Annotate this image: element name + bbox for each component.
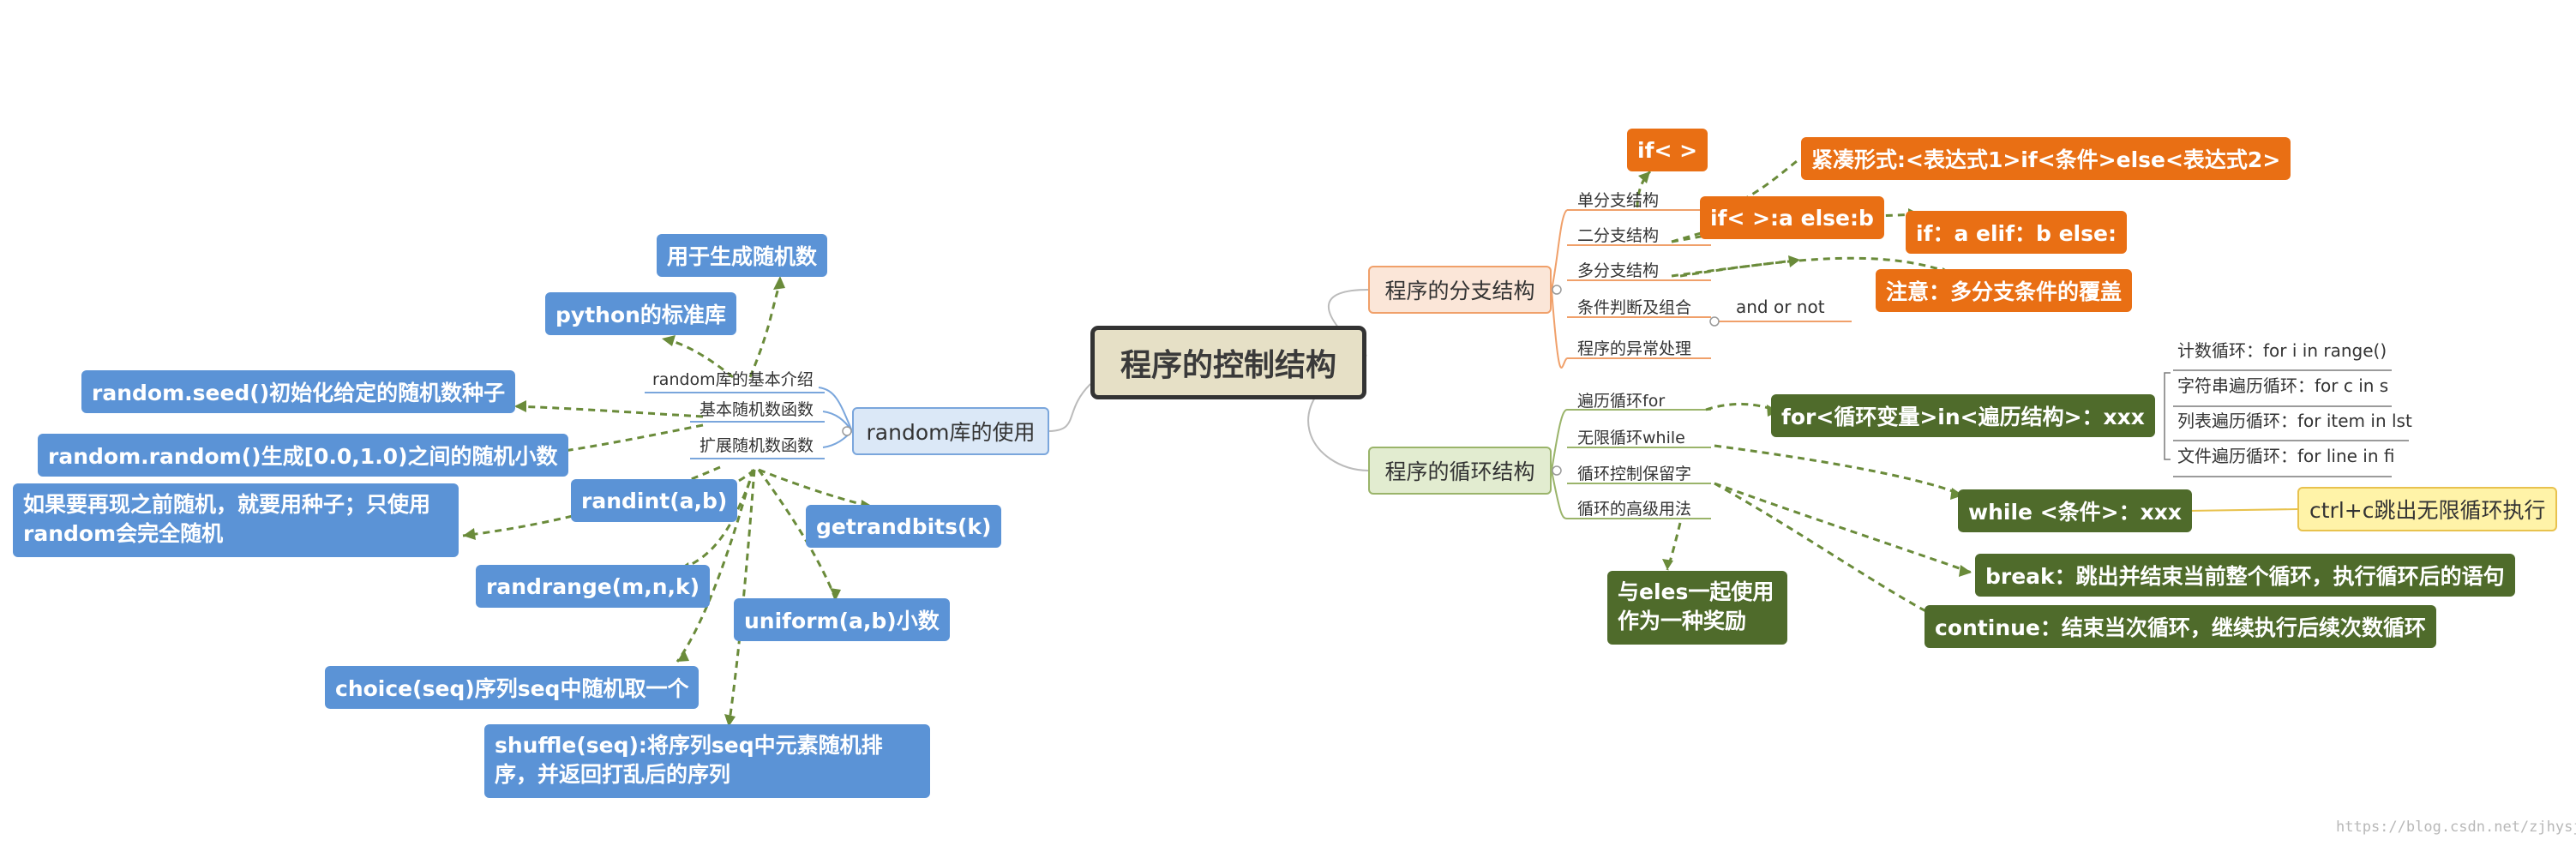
randint-box[interactable]: randint(a,b) <box>571 479 738 522</box>
loop-control-label[interactable]: 循环控制保留字 <box>1577 465 1692 483</box>
single-branch-label[interactable]: 单分支结构 <box>1577 191 1660 210</box>
while-syntax-box[interactable]: while <条件>：xxx <box>1958 489 2192 532</box>
for-syntax-box[interactable]: for<循环变量>in<遍历结构>：xxx <box>1771 394 2155 437</box>
getrandbits-box[interactable]: getrandbits(k) <box>806 505 1002 548</box>
watermark-url: https://blog.csdn.net/zjhysj <box>2336 819 2576 836</box>
else-usage-box[interactable]: 与eles一起使用作为一种奖励 <box>1607 571 1787 645</box>
count-loop-text: 计数循环：for i in range() <box>2177 340 2387 361</box>
while-loop-label[interactable]: 无限循环while <box>1577 429 1685 447</box>
random-extended-functions-label[interactable]: 扩展随机数函数 <box>700 436 814 455</box>
multi-branch-note-box[interactable]: 注意：多分支条件的覆盖 <box>1876 269 2133 312</box>
branch-structure-node[interactable]: 程序的分支结构 <box>1368 266 1552 314</box>
uniform-box[interactable]: uniform(a,b)小数 <box>734 598 950 641</box>
break-box[interactable]: break：跳出并结束当前整个循环，执行循环后的语句 <box>1975 554 2515 597</box>
multi-branch-label[interactable]: 多分支结构 <box>1577 261 1660 280</box>
random-intro-label[interactable]: random库的基本介绍 <box>652 370 814 389</box>
intro-purpose-box[interactable]: 用于生成随机数 <box>657 234 828 277</box>
random-basic-functions-label[interactable]: 基本随机数函数 <box>700 400 814 419</box>
two-branch-label[interactable]: 二分支结构 <box>1577 226 1660 245</box>
condition-combination-label[interactable]: 条件判断及组合 <box>1577 298 1692 317</box>
list-loop-text: 列表遍历循环：for item in lst <box>2177 411 2412 431</box>
intro-standard-library-box[interactable]: python的标准库 <box>545 292 736 335</box>
random-seed-box[interactable]: random.seed()初始化给定的随机数种子 <box>81 370 516 413</box>
if-elif-else-box[interactable]: if：a elif：b else: <box>1906 211 2127 254</box>
and-or-not-text: and or not <box>1736 297 1825 317</box>
if-single-box[interactable]: if< > <box>1627 129 1708 171</box>
string-loop-text: 字符串遍历循环：for c in s <box>2177 375 2389 396</box>
continue-box[interactable]: continue：结束当次循环，继续执行后续次数循环 <box>1924 605 2436 648</box>
shuffle-box[interactable]: shuffle(seq):将序列seq中元素随机排序，并返回打乱后的序列 <box>484 724 930 798</box>
random-library-node[interactable]: random库的使用 <box>852 407 1049 455</box>
random-seed-note-box[interactable]: 如果要再现之前随机，就要用种子；只使用random会完全随机 <box>13 483 459 557</box>
if-else-box[interactable]: if< >:a else:b <box>1700 196 1884 239</box>
choice-box[interactable]: choice(seq)序列seq中随机取一个 <box>325 666 700 709</box>
loop-advanced-label[interactable]: 循环的高级用法 <box>1577 500 1692 519</box>
central-topic[interactable]: 程序的控制结构 <box>1090 326 1366 399</box>
randrange-box[interactable]: randrange(m,n,k) <box>476 565 711 608</box>
exception-handling-label[interactable]: 程序的异常处理 <box>1577 339 1692 358</box>
random-random-box[interactable]: random.random()生成[0.0,1.0)之间的随机小数 <box>38 434 568 477</box>
compact-form-box[interactable]: 紧凑形式:<表达式1>if<条件>else<表达式2> <box>1801 137 2291 180</box>
for-loop-label[interactable]: 遍历循环for <box>1577 392 1666 411</box>
file-loop-text: 文件遍历循环：for line in fi <box>2177 446 2395 466</box>
ctrl-c-tip-box[interactable]: ctrl+c跳出无限循环执行 <box>2297 487 2558 531</box>
loop-structure-node[interactable]: 程序的循环结构 <box>1368 447 1552 495</box>
